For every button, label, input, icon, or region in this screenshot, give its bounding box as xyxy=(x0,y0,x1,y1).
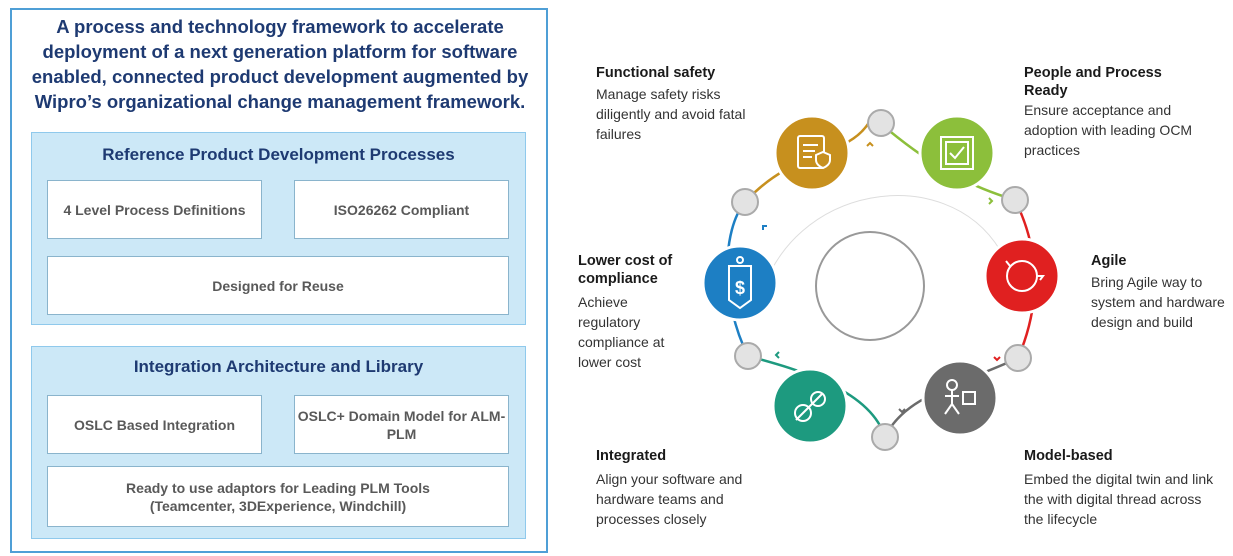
functional-safety-desc: Manage safety risks diligently and avoid… xyxy=(596,86,746,142)
lower-cost-circle xyxy=(701,244,779,322)
agile-title: Agile xyxy=(1091,253,1127,269)
dollar-tag-icon: $ xyxy=(728,256,752,310)
direction-chevrons xyxy=(762,141,1001,414)
node-bottom-left xyxy=(734,342,762,370)
shield-document-icon xyxy=(797,135,831,170)
checkbox-icon xyxy=(940,136,974,170)
agile-cycle-icon xyxy=(1005,260,1045,292)
node-bottom-right xyxy=(1004,344,1032,372)
designed-for-reuse-box: Designed for Reuse xyxy=(47,256,509,315)
headline: A process and technology framework to ac… xyxy=(31,16,529,112)
functional-safety-circle xyxy=(773,114,851,192)
model-based-circle xyxy=(921,359,999,437)
node-bottom xyxy=(871,423,899,451)
agile-desc: Bring Agile way to system and hardware d… xyxy=(1091,274,1225,330)
node-top-right xyxy=(1001,186,1029,214)
integrated-title: Integrated xyxy=(596,448,667,464)
model-based-desc: Embed the digital twin and link the with… xyxy=(1024,471,1214,527)
functional-safety-title: Functional safety xyxy=(596,65,716,81)
svg-text:$: $ xyxy=(735,278,745,298)
plm-adaptors-line1: Ready to use adaptors for Leading PLM To… xyxy=(126,479,430,496)
oslc-domain-model-box: OSLC+ Domain Model for ALM-PLM xyxy=(294,395,509,454)
gears-icon xyxy=(794,391,826,422)
connector-nodes xyxy=(731,109,1032,451)
oslc-integration-box: OSLC Based Integration xyxy=(47,395,262,454)
outer-ring-top xyxy=(759,195,1001,301)
agile-circle xyxy=(983,237,1061,315)
process-definitions-box: 4 Level Process Definitions xyxy=(47,180,262,239)
integration-architecture-title: Integration Architecture and Library xyxy=(133,357,424,376)
lower-cost-title: Lower cost of compliance xyxy=(578,253,673,287)
iso-compliant-box: ISO26262 Compliant xyxy=(294,180,509,239)
integrated-desc: Align your software and hardware teams a… xyxy=(596,471,743,527)
people-process-title: People and Process Ready xyxy=(1024,65,1162,99)
model-based-title: Model-based xyxy=(1024,448,1113,464)
people-process-desc: Ensure acceptance and adoption with lead… xyxy=(1024,102,1193,158)
reference-processes-title: Reference Product Development Processes xyxy=(102,145,455,164)
left-panel xyxy=(10,8,548,553)
plm-adaptors-line2: (Teamcenter, 3DExperience, Windchill) xyxy=(149,497,407,514)
people-process-circle xyxy=(918,114,996,192)
lower-cost-desc: Achieve regulatory compliance at lower c… xyxy=(578,294,665,370)
model-figure-icon xyxy=(944,379,976,415)
plm-adaptors-box: Ready to use adaptors for Leading PLM To… xyxy=(47,466,509,527)
node-top xyxy=(867,109,895,137)
node-top-left xyxy=(731,188,759,216)
central-ring xyxy=(815,231,925,341)
